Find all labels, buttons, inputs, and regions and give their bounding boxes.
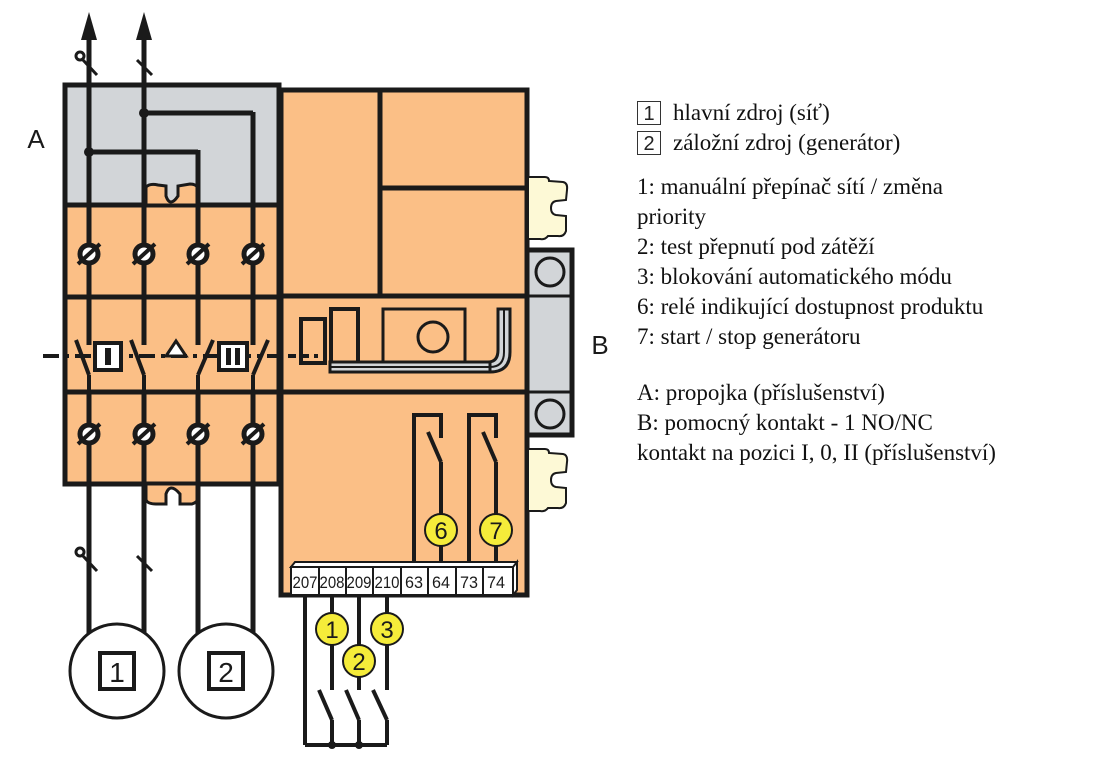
load-arrow-2-icon — [136, 12, 152, 40]
mounting-clip-bottom — [527, 448, 569, 513]
legend-accessory-b: B: pomocný kontakt - 1 NO/NC — [637, 408, 996, 438]
source-1-legend-text: hlavní zdroj (síť) — [673, 100, 830, 125]
legend-item-1-text: 1: manuální přepínač sítí / změna — [637, 174, 943, 199]
callout-3-label: 3 — [380, 617, 393, 644]
terminal-64: 64 — [432, 573, 450, 592]
legend-item-6: 6: relé indikující dostupnost produktu — [637, 292, 996, 322]
terminal-strip — [288, 559, 519, 598]
callout-1-label: 1 — [325, 617, 338, 644]
source-2-badge — [207, 651, 245, 691]
callout-6-label: 6 — [434, 518, 447, 545]
aux-contact-screw-bottom — [534, 398, 566, 430]
terminal-207: 207 — [293, 573, 318, 592]
aux-contact-b — [524, 247, 575, 438]
legend-item-2-text: 2: test přepnutí pod zátěží — [637, 234, 875, 259]
lower-notch — [144, 482, 200, 506]
callout-7 — [479, 513, 513, 547]
legend-item-7: 7: start / stop generátoru — [637, 322, 996, 352]
legend-source-2: 2 záložní zdroj (generátor) — [637, 128, 996, 158]
legend-accessory-b-cont: kontakt na pozici I, 0, II (příslušenstv… — [637, 438, 996, 468]
indicator-slot-small — [299, 317, 327, 365]
lower-screw-terminals — [76, 422, 266, 446]
legend-source-1: 1 hlavní zdroj (síť) — [637, 98, 996, 128]
source-1-legend-badge: 1 — [637, 101, 661, 125]
legend-item-3: 3: blokování automatického módu — [637, 262, 996, 292]
legend-accessory-b-text: B: pomocný kontakt - 1 NO/NC — [637, 410, 933, 435]
legend-item-3-text: 3: blokování automatického módu — [637, 264, 952, 289]
source-2-legend-badge: 2 — [637, 131, 661, 155]
terminal-74: 74 — [487, 573, 505, 592]
label-a: A — [27, 124, 45, 154]
legend: 1 hlavní zdroj (síť) 2 záložní zdroj (ge… — [637, 98, 996, 468]
bridge-accessory-a — [62, 82, 282, 208]
source-1-label: 1 — [109, 657, 125, 688]
source-1-badge — [98, 651, 136, 691]
position-ii-indicator — [217, 341, 249, 372]
mounting-clip-top — [527, 176, 569, 241]
source-2-legend-text: záložní zdroj (generátor) — [673, 130, 901, 155]
legend-accessory-a-text: A: propojka (příslušenství) — [637, 380, 885, 405]
legend-accessory-b-cont-text: kontakt na pozici I, 0, II (příslušenstv… — [637, 440, 996, 465]
callout-2 — [342, 644, 376, 678]
callout-2-label: 2 — [352, 649, 365, 676]
label-b: B — [591, 330, 608, 360]
terminal-209: 209 — [347, 573, 372, 592]
terminal-63: 63 — [405, 573, 423, 592]
terminal-73: 73 — [460, 573, 478, 592]
legend-item-1-cont: priority — [637, 202, 996, 232]
upper-screw-terminals — [76, 242, 266, 266]
legend-item-1-cont-text: priority — [637, 204, 706, 229]
legend-accessory-a: A: propojka (příslušenství) — [637, 378, 996, 408]
callout-1 — [315, 612, 349, 646]
legend-item-1: 1: manuální přepínač sítí / změna — [637, 172, 996, 202]
manual-shaft-socket — [416, 320, 450, 354]
terminal-210: 210 — [375, 573, 400, 592]
load-arrow-1-icon — [81, 12, 97, 40]
aux-contact-screw-top — [534, 256, 566, 288]
legend-item-6-text: 6: relé indikující dostupnost produktu — [637, 294, 984, 319]
source-2-label: 2 — [218, 657, 234, 688]
legend-item-2: 2: test přepnutí pod zátěží — [637, 232, 996, 262]
callout-3 — [370, 612, 404, 646]
legend-item-7-text: 7: start / stop generátoru — [637, 324, 861, 349]
terminal-208: 208 — [320, 573, 345, 592]
callout-7-label: 7 — [489, 518, 502, 545]
position-0-indicator — [163, 338, 189, 358]
callout-6 — [424, 513, 458, 547]
